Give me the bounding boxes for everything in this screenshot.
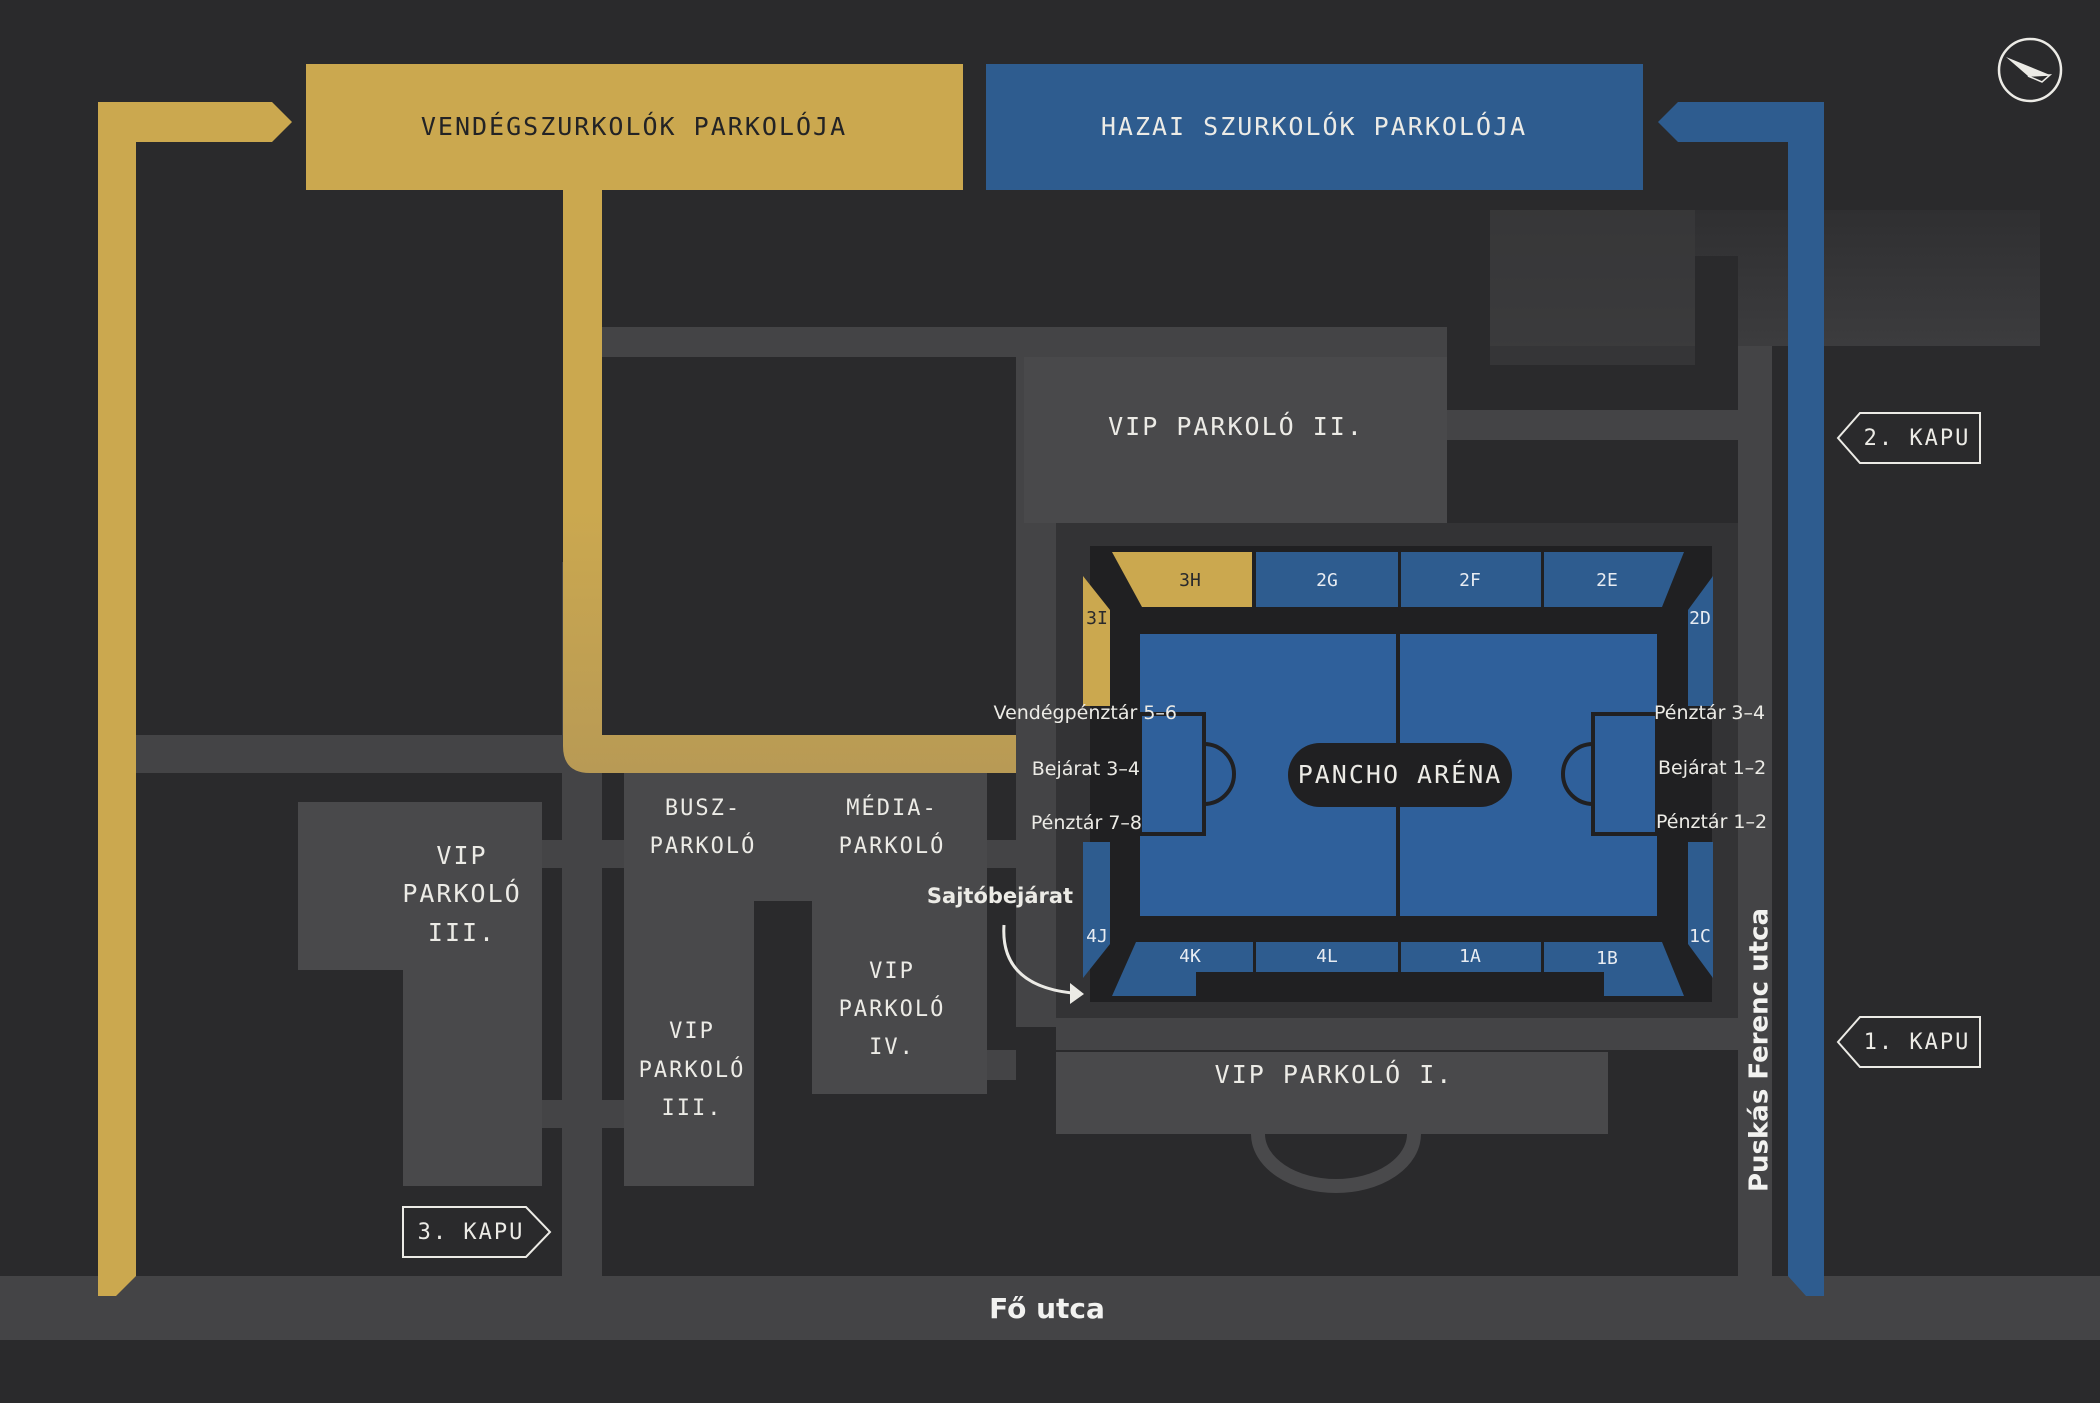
stadium-name-pill (1288, 743, 1512, 807)
vip2-connector (1447, 410, 1738, 440)
vip-parking-4-line-2: PARKOLÓ (839, 996, 946, 1022)
sector-4l (1256, 942, 1398, 972)
pitch-right-arc (1561, 742, 1594, 806)
parking-lots (298, 357, 1608, 1186)
vip-parking-4-lot (812, 868, 987, 1094)
vip-parking-4-line-3: IV. (869, 1035, 915, 1060)
compass-icon (1997, 37, 2063, 103)
pitch-left-arc (1203, 742, 1236, 806)
parking-labels: VIP PARKOLÓ II. VIP PARKOLÓ I. VIP PARKO… (402, 411, 1454, 1121)
vip-parking-1-lot (1056, 1052, 1608, 1134)
home-parking-banner (986, 64, 1643, 190)
vip-parking-1-label: VIP PARKOLÓ I. (1215, 1059, 1454, 1089)
sector-1c-label: 1C (1689, 926, 1711, 947)
side-street-label: Puskás Ferenc utca (1745, 908, 1775, 1192)
home-fans-route (1658, 102, 1824, 1296)
sector-4j-label: 4J (1086, 926, 1108, 947)
faded-gap (1695, 256, 1738, 410)
gate-2: 2. KAPU (1836, 412, 1981, 464)
curved-arrow-icon (1002, 924, 1084, 1004)
gate-2-label: 2. KAPU (1864, 426, 1971, 451)
label-cashier-7-8: Pénztár 7–8 (1031, 812, 1142, 834)
sector-4l-label: 4L (1316, 946, 1338, 967)
away-parking-label: VENDÉGSZURKOLÓK PARKOLÓJA (421, 111, 847, 141)
sector-2d (1688, 576, 1713, 706)
east-road (1738, 260, 1772, 1276)
vip-parking-3-left-bottom (403, 940, 542, 1186)
vip-1-arc (1251, 1133, 1421, 1193)
stadium-name: PANCHO ARÉNA (1298, 760, 1503, 789)
gate-3: 3. KAPU (402, 1206, 552, 1258)
sector-1a (1401, 942, 1541, 972)
sector-2e-label: 2E (1596, 570, 1618, 591)
sector-3h-label: 3H (1179, 570, 1201, 591)
vip-parking-3-left-line-1: VIP (436, 841, 487, 870)
sector-2f-label: 2F (1459, 570, 1481, 591)
vip-parking-4-line-1: VIP (869, 959, 915, 984)
vip-parking-2-lot (1024, 357, 1447, 523)
main-street-label: Fő utca (989, 1292, 1105, 1325)
sector-1b-label: 1B (1596, 948, 1618, 969)
sector-3i-label: 3I (1086, 608, 1108, 629)
sector-1b (1544, 942, 1684, 996)
stadium: PANCHO ARÉNA (1056, 523, 1738, 1018)
main-street-road (0, 1276, 2100, 1340)
sector-1c (1688, 842, 1713, 978)
sector-2g (1256, 552, 1398, 607)
press-road (1016, 770, 1056, 800)
home-parking-label: HAZAI SZURKOLÓK PARKOLÓJA (1101, 111, 1527, 141)
sector-2f (1401, 552, 1541, 607)
sector-4k (1112, 942, 1253, 996)
pitch-left-box (1138, 712, 1206, 836)
vip-parking-3-left-line-2: PARKOLÓ (402, 878, 521, 908)
away-parking-banner (306, 64, 963, 190)
sector-4k-label: 4K (1179, 946, 1201, 967)
media-parking-line-2: PARKOLÓ (839, 833, 946, 859)
mid-connector-2 (540, 1100, 630, 1128)
away-fans-route (98, 102, 1016, 1296)
sector-4j (1083, 842, 1110, 978)
gate-3-label: 3. KAPU (418, 1220, 525, 1245)
sector-3h (1112, 552, 1252, 607)
bus-parking-line-2: PARKOLÓ (650, 833, 757, 859)
sector-2e (1544, 552, 1684, 607)
label-away-cashier: Vendégpénztár 5–6 (994, 702, 1177, 724)
away-route-left-line (98, 102, 292, 1296)
label-cashier-3-4: Pénztár 3–4 (1654, 702, 1765, 724)
south-stadium-road (1056, 1018, 1738, 1050)
sector-1a-label: 1A (1459, 946, 1481, 967)
faded-area-block (1490, 210, 1695, 365)
label-press-entrance: Sajtóbejárat (927, 884, 1073, 908)
vip-parking-2-label: VIP PARKOLÓ II. (1108, 411, 1364, 441)
entrance-labels: Vendégpénztár 5–6 Bejárat 3–4 Pénztár 7–… (927, 702, 1767, 908)
gate-1: 1. KAPU (1836, 1016, 1981, 1068)
sector-3i (1083, 576, 1110, 706)
media-parking-line-1: MÉDIA- (846, 795, 937, 821)
pitch-right-box (1591, 712, 1659, 836)
vip-parking-3-mid-line-3: III. (662, 1096, 723, 1121)
bus-parking-line-1: BUSZ- (665, 796, 741, 821)
vip-parking-3-mid-line-2: PARKOLÓ (639, 1057, 746, 1083)
vip-parking-3-mid-lot (624, 868, 754, 1186)
label-cashier-1-2: Pénztár 1–2 (1656, 811, 1767, 833)
sector-2g-label: 2G (1316, 570, 1338, 591)
gate-1-label: 1. KAPU (1864, 1030, 1971, 1055)
vip-parking-3-mid-line-1: VIP (669, 1019, 715, 1044)
label-entrance-1-2: Bejárat 1–2 (1658, 757, 1766, 779)
sector-2d-label: 2D (1689, 608, 1711, 629)
vip-parking-3-left-line-3: III. (428, 918, 496, 947)
label-entrance-3-4: Bejárat 3–4 (1032, 758, 1140, 780)
sector-labels: 3H 2G 2F 2E 3I 2D 4J 1C 4K 4L 1A 1B (1086, 570, 1711, 969)
